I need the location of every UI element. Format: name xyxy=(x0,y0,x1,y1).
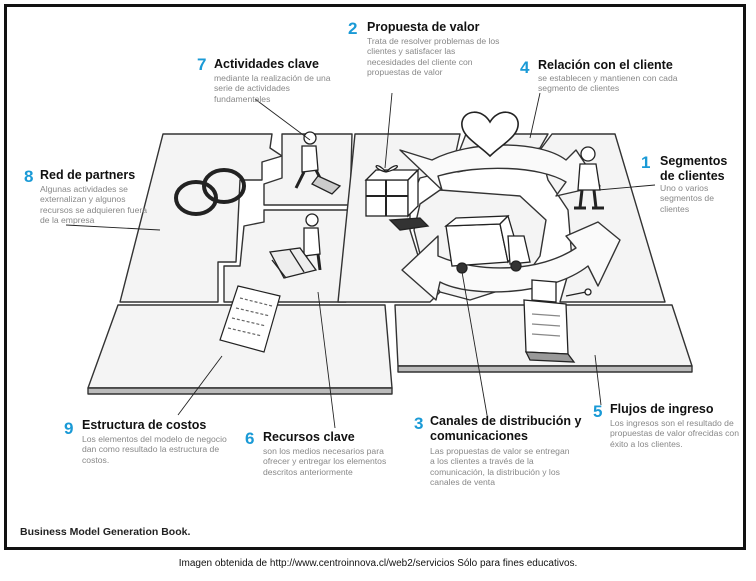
source-credit: Business Model Generation Book. xyxy=(20,526,191,538)
activities-worker-icon xyxy=(294,131,342,195)
block-desc-revenue-streams: Los ingresos son el resultado de propues… xyxy=(610,418,739,449)
resources-worker-icon xyxy=(268,213,322,279)
block-title-key-activities: Actividades clave xyxy=(214,57,319,71)
block-title-customer-relationships: Relación con el cliente xyxy=(538,58,673,72)
block-desc-key-activities: mediante la realización de una serie de … xyxy=(214,73,331,104)
block-number-9: 9 xyxy=(64,419,74,438)
block-title-cost-structure: Estructura de costos xyxy=(82,418,207,432)
block-number-4: 4 xyxy=(520,58,530,77)
rings-icon xyxy=(174,168,246,216)
block-number-7: 7 xyxy=(197,55,207,74)
leader-lines xyxy=(65,92,656,429)
arrow-bottom xyxy=(401,221,621,301)
block-number-2: 2 xyxy=(348,19,358,38)
block-title-customer-segments: Segmentos de clientes xyxy=(660,154,728,183)
block-title-channels: Canales de distribución y comunicaciones xyxy=(430,414,582,443)
block-number-6: 6 xyxy=(245,429,255,448)
block-title-key-partners: Red de partners xyxy=(40,168,136,182)
block-title-value-proposition: Propuesta de valor xyxy=(367,20,480,34)
block-number-5: 5 xyxy=(593,402,603,421)
block-desc-cost-structure: Los elementos del modelo de negocio dan … xyxy=(82,434,227,465)
block-number-3: 3 xyxy=(414,414,424,433)
block-number-8: 8 xyxy=(24,167,34,186)
block-title-key-resources: Recursos clave xyxy=(263,430,355,444)
block-number-1: 1 xyxy=(641,153,651,172)
block-desc-customer-relationships: se establecen y mantienen con cada segme… xyxy=(538,73,678,94)
heart-icon xyxy=(461,111,519,158)
cost-document-icon xyxy=(219,285,281,353)
block-desc-key-partners: Algunas actividades se externalizan y al… xyxy=(40,184,148,225)
truck-icon xyxy=(444,214,531,274)
cash-register-icon xyxy=(523,279,592,363)
block-desc-value-proposition: Trata de resolver problemas de los clien… xyxy=(367,36,500,77)
gift-icon xyxy=(364,165,430,231)
image-caption: Imagen obtenida de http://www.centroinno… xyxy=(178,558,578,569)
customer-person-icon xyxy=(574,146,604,210)
block-desc-customer-segments: Uno o varios segmentos de clientes xyxy=(660,183,714,214)
block-title-revenue-streams: Flujos de ingreso xyxy=(610,402,714,416)
block-desc-key-resources: son los medios necesarios para ofrecer y… xyxy=(263,446,387,477)
block-desc-channels: Las propuestas de valor se entregan a lo… xyxy=(430,446,570,487)
